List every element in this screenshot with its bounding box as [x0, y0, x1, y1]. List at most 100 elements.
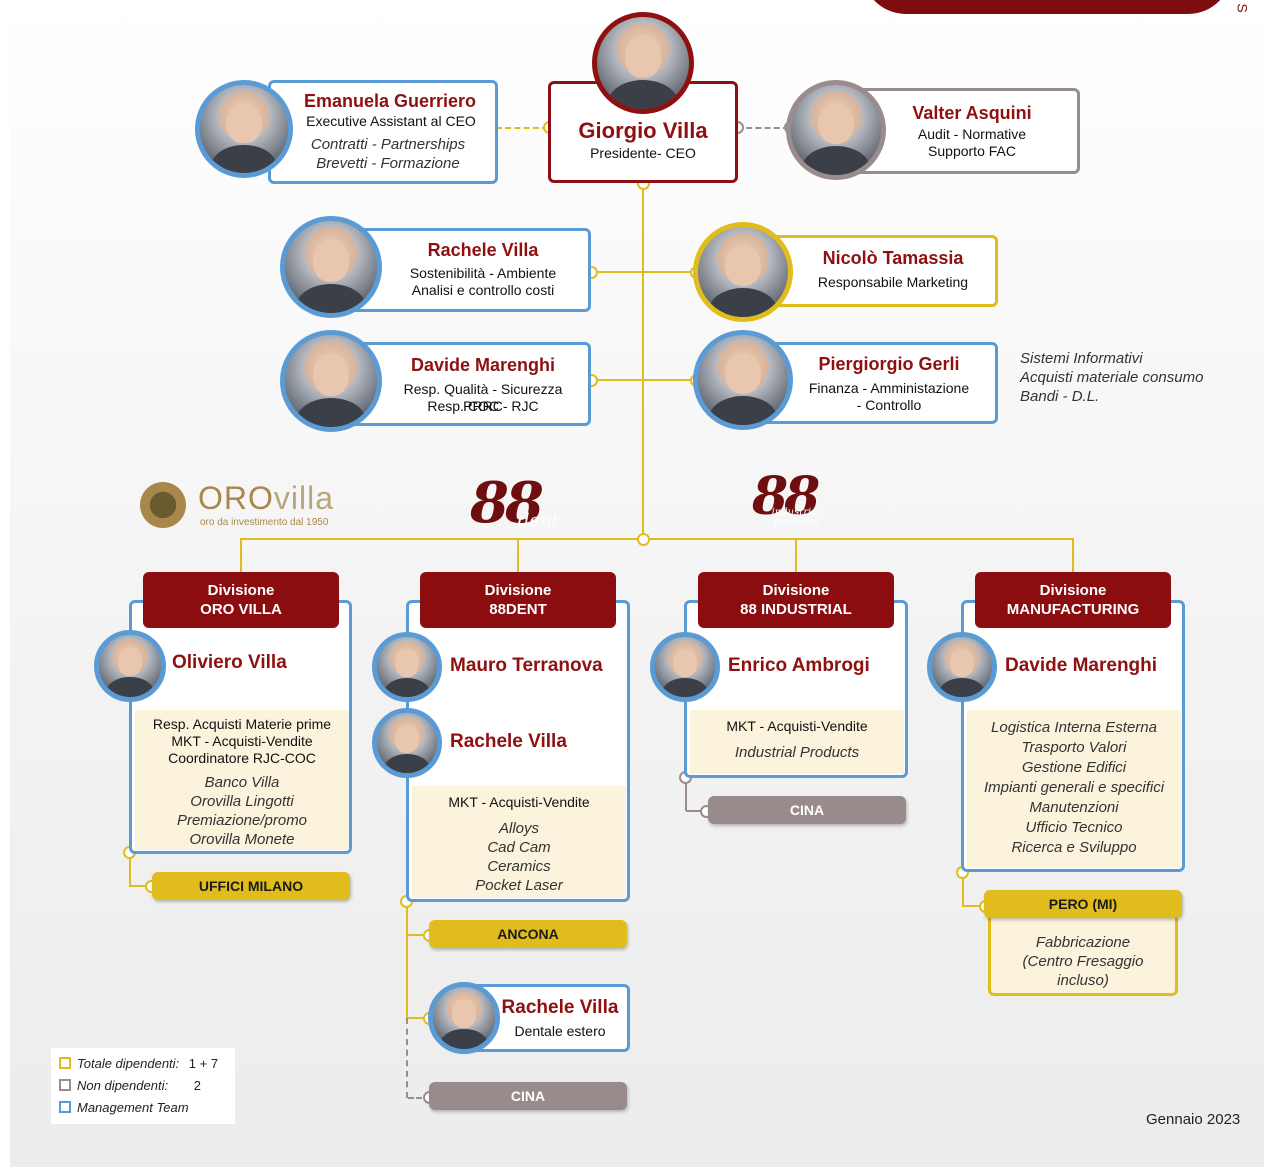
division-manufacturing-title-1: Divisione [1039, 582, 1107, 599]
ceo-name: Giorgio Villa [578, 118, 708, 143]
division-industrial-title-1: Divisione [762, 582, 830, 599]
staff-photo-rachele [280, 216, 382, 318]
audit-photo [786, 80, 886, 180]
assistant-duty-2: Brevetti - Formazione [316, 155, 460, 172]
division-manufacturing-manager: Davide Marenghi [1005, 655, 1158, 676]
industrial-site-badge: CINA [708, 796, 906, 824]
orovilla-role-2: MKT - Acquisti-Vendite [171, 733, 313, 749]
staff-name-rachele: Rachele Villa [427, 240, 539, 260]
manufacturing-site-line [962, 872, 964, 906]
orovilla-area-4: Orovilla Monete [189, 831, 295, 848]
audit-role-1: Audit - Normative [917, 126, 1027, 142]
legend-value-non-employees: 2 [193, 1078, 201, 1093]
division-orovilla-title-2: ORO VILLA [200, 601, 282, 618]
industrial-logo-script: industrial products [771, 507, 821, 528]
division-bus-line [240, 538, 1074, 540]
manufacturing-area-5: Manutenzioni [1029, 799, 1119, 816]
staff-photo-davide [280, 330, 382, 432]
division-dent-manager-photo [372, 632, 442, 702]
dent-area-1: Alloys [498, 820, 539, 837]
manufacturing-area-6: Ufficio Tecnico [1025, 819, 1123, 836]
manufacturing-area-7: Ricerca e Sviluppo [1011, 839, 1137, 856]
dent-extra-photo [428, 982, 500, 1054]
manufacturing-site-detail-2: (Centro Fresaggio [1022, 953, 1144, 970]
dent-extra-hline [406, 1017, 430, 1019]
legend-item-employees: Totale dipendenti: 1 + 7 [51, 1052, 235, 1075]
division-drop-2 [517, 538, 519, 574]
manufacturing-area-4: Impianti generali e specifici [983, 779, 1165, 796]
division-manufacturing-details: Logistica Interna Esterna Trasporto Valo… [967, 710, 1181, 868]
staff-photo-piergiorgio [693, 330, 793, 430]
orovilla-brand-a: ORO [198, 480, 274, 516]
orovilla-site-hline [129, 885, 153, 887]
side-note-2: Acquisti materiale consumo [1020, 369, 1204, 386]
division-orovilla-title-1: Divisione [207, 582, 275, 599]
staff-role-piergiorgio-2: - Controllo [856, 397, 922, 413]
dent-area-2: Cad Cam [487, 839, 551, 856]
staff-name-davide: Davide Marenghi [410, 355, 556, 375]
orovilla-role-1: Resp. Acquisti Materie prime [152, 716, 332, 732]
legend-label-management: Management Team [77, 1100, 189, 1115]
legend-value-employees: 1 + 7 [188, 1056, 219, 1071]
assistant-role: Executive Assistant al CEO [306, 113, 476, 129]
side-note-1: Sistemi Informativi [1020, 350, 1143, 367]
assistant-link [496, 127, 548, 129]
date-label: Gennaio 2023 [1146, 1111, 1241, 1128]
legend-swatch-management [59, 1101, 71, 1113]
dent-site-hline [406, 934, 430, 936]
ceo-role: Presidente- CEO [590, 145, 696, 161]
division-manufacturing-header: Divisione MANUFACTURING [975, 572, 1171, 628]
orovilla-area-2: Orovilla Lingotti [190, 793, 294, 810]
division-drop-4 [1072, 538, 1074, 574]
division-industrial-details: MKT - Acquisti-Vendite Industrial Produc… [690, 710, 904, 774]
division-drop-3 [795, 538, 797, 574]
division-industrial-manager-photo [650, 632, 720, 702]
manufacturing-site-detail-box [988, 906, 1178, 996]
division-drop-1 [240, 538, 242, 574]
ceo-photo [592, 12, 694, 114]
dent-cina-line [406, 1018, 408, 1098]
division-dent-header: Divisione 88DENT [420, 572, 616, 628]
assistant-duty-1: Contratti - Partnerships [310, 136, 466, 153]
corner-logo-fragment [862, 0, 1232, 14]
staff-role-piergiorgio-1: Finanza - Amministazione [808, 380, 970, 396]
division-orovilla-manager-photo [94, 630, 166, 702]
staff-name-nicolo: Nicolò Tamassia [822, 248, 964, 268]
staff-photo-nicolo [693, 222, 793, 322]
division-industrial-manager: Enrico Ambrogi [728, 655, 870, 676]
orovilla-brand-b: villa [273, 480, 335, 516]
manufacturing-site-badge: PERO (MI) [984, 890, 1182, 918]
dent-cina-hline [408, 1097, 430, 1099]
orovilla-site-badge: UFFICI MILANO [152, 872, 350, 900]
assistant-name: Emanuela Guerriero [303, 91, 477, 111]
audit-role-2: Supporto FAC [928, 143, 1016, 159]
manufacturing-area-3: Gestione Edifici [1021, 759, 1127, 776]
orovilla-area-3: Premiazione/promo [176, 812, 308, 829]
dent-site-badge: ANCONA [429, 920, 627, 948]
staff-role-nicolo: Responsabile Marketing [817, 274, 969, 290]
division-industrial-title-2: 88 INDUSTRIAL [740, 601, 852, 618]
assistant-photo [195, 80, 293, 178]
orovilla-area-1: Banco Villa [204, 774, 280, 791]
corner-mark: S [1234, 3, 1251, 13]
manufacturing-area-1: Logistica Interna Esterna [991, 719, 1157, 736]
division-dent-manager: Mauro Terranova [450, 655, 603, 676]
industrial-site-line [685, 777, 687, 811]
industrial-area-1: Industrial Products [734, 744, 860, 761]
manufacturing-site-hline [962, 905, 986, 907]
dent-role-1: MKT - Acquisti-Vendite [448, 794, 590, 810]
division-dent-title-2: 88DENT [489, 601, 547, 618]
dent-cina-badge: CINA [429, 1082, 627, 1110]
industrial-site-hline [686, 810, 708, 812]
staff-role-rachele-2: Analisi e controllo costi [411, 282, 555, 298]
manufacturing-site-detail-3: incluso) [1057, 972, 1109, 989]
staff-name-piergiorgio: Piergiorgio Gerli [818, 354, 960, 374]
legend-swatch-non-employees [59, 1079, 71, 1091]
division-dent-details: MKT - Acquisti-Vendite Alloys Cad Cam Ce… [412, 786, 626, 898]
division-dent-manager2: Rachele Villa [450, 731, 567, 752]
division-orovilla-header: Divisione ORO VILLA [143, 572, 339, 628]
dent-logo-num: 88 [470, 470, 544, 536]
division-manufacturing-manager-photo [927, 632, 997, 702]
legend-item-non-employees: Non dipendenti: 2 [51, 1074, 235, 1097]
audit-link [737, 127, 789, 129]
